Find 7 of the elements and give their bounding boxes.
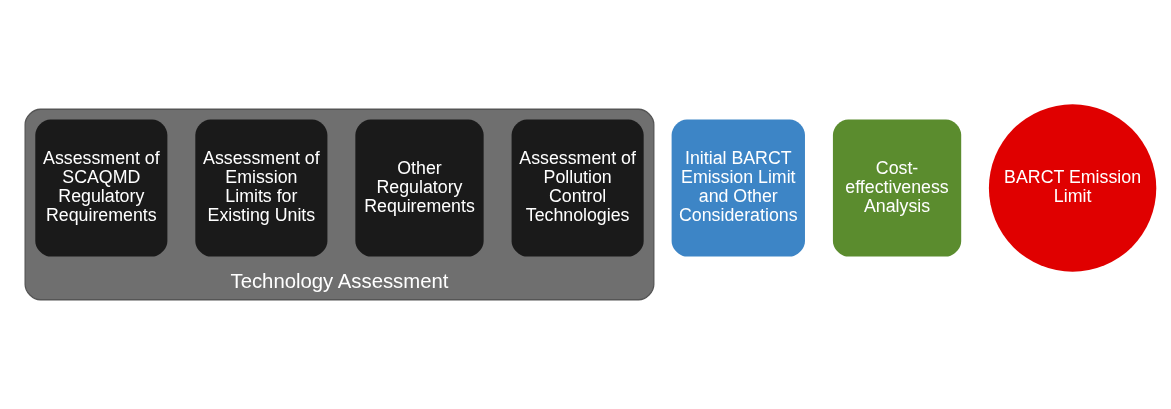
node-box: Assessment of Emission Limits for Existing Units xyxy=(195,119,328,257)
node-circle: BARCT Emission Limit xyxy=(988,104,1157,272)
node-box: Assessment of Pollution Control Technologies xyxy=(511,119,644,257)
node-box: Assessment of SCAQMD Regulatory Requirements xyxy=(35,119,168,257)
node-box: Initial BARCT Emission Limit and Other Considerations xyxy=(671,119,805,257)
node-box: Other Regulatory Requirements xyxy=(355,119,484,257)
node-box: Cost-effectiveness Analysis xyxy=(832,119,962,257)
